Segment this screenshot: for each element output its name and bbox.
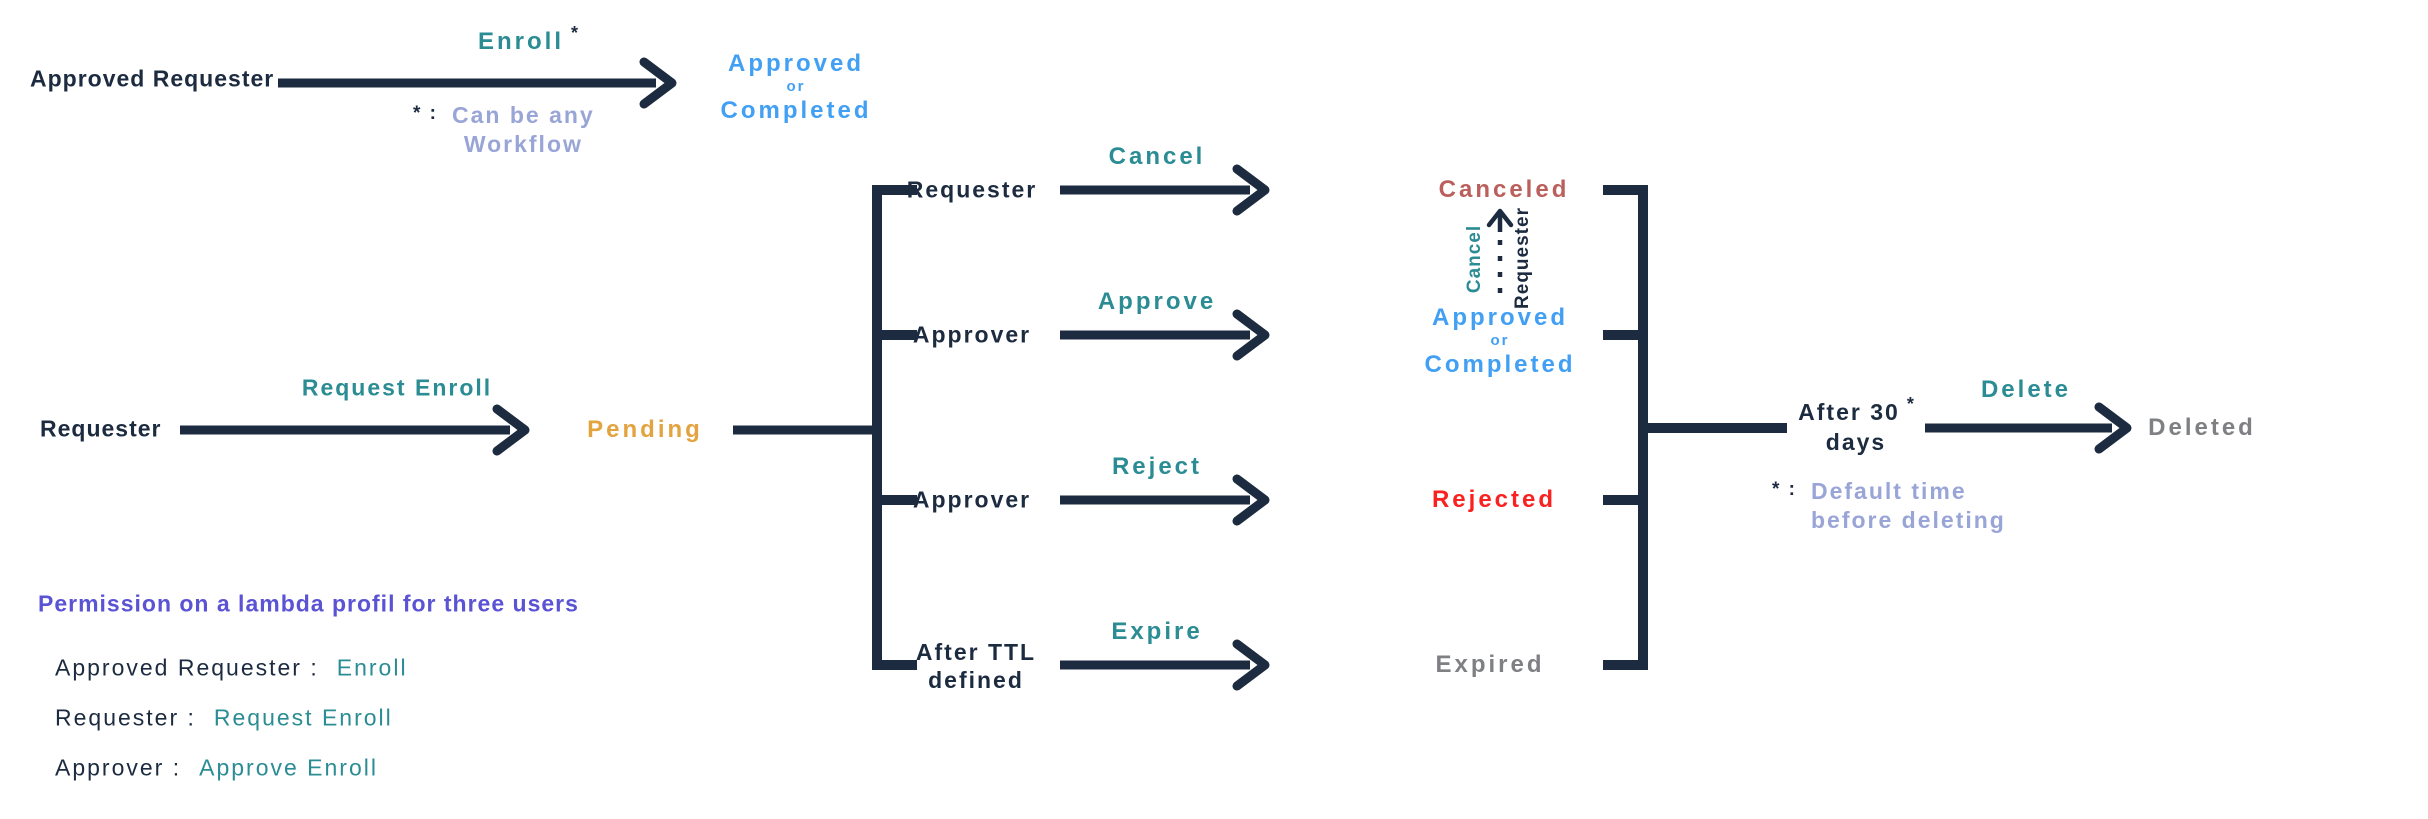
back-edge-actor-label: Requester: [1512, 207, 1533, 309]
arrow-cancel: [1060, 164, 1270, 216]
legend-permission: Request Enroll: [213, 704, 393, 731]
main-action-label: Request Enroll: [301, 374, 493, 401]
branch-role-approver-1: Approver: [912, 321, 1032, 348]
top-action-label: Enroll*: [477, 23, 579, 55]
arrow-expire: [1060, 639, 1270, 691]
arrow-enroll: [278, 57, 677, 109]
top-note: * : Can be any Workflow: [413, 101, 595, 159]
main-actor-label: Requester: [40, 415, 162, 442]
arrow-reject: [1060, 474, 1270, 526]
legend-title: Permission on a lambda profil for three …: [38, 590, 579, 617]
delete-note-line2: before deleting: [1811, 507, 2006, 533]
deleted-state: Deleted: [2148, 414, 2256, 441]
arrow-delete: [1925, 402, 2132, 454]
top-action-asterisk: *: [571, 23, 579, 43]
legend-row-approver: Approver : Approve Enroll: [55, 755, 378, 782]
expired-state: Expired: [1435, 651, 1545, 678]
top-actor-label: Approved Requester: [30, 65, 275, 92]
approved-state: Approved or Completed: [1424, 304, 1576, 378]
arrow-cancel-back-edge: [1486, 208, 1514, 304]
branch-role-after-ttl: After TTL defined: [915, 639, 1037, 693]
branch-role-requester: Requester: [906, 176, 1038, 203]
after-30-days-trigger: After 30* days: [1798, 394, 1914, 455]
branch-action-reject: Reject: [1111, 453, 1203, 480]
canceled-state: Canceled: [1438, 176, 1570, 203]
delete-note: * : Default time before deleting: [1772, 477, 2006, 535]
delete-note-line1: Default time: [1811, 478, 1967, 504]
legend-role: Approver :: [55, 754, 182, 781]
branch-action-cancel: Cancel: [1108, 143, 1206, 170]
delete-note-marker: * :: [1772, 479, 1797, 500]
legend-role: Approved Requester :: [55, 654, 319, 681]
fork-bracket: [872, 185, 917, 670]
arrow-request-enroll: [180, 404, 530, 456]
top-result-state: Approved or Completed: [720, 50, 872, 124]
legend-permission: Enroll: [336, 654, 408, 681]
branch-action-approve: Approve: [1097, 288, 1217, 315]
legend-row-requester: Requester : Request Enroll: [55, 705, 393, 732]
top-note-marker: * :: [413, 103, 438, 124]
legend-permission: Approve Enroll: [199, 754, 378, 781]
branch-role-approver-2: Approver: [912, 486, 1032, 513]
delete-action-label: Delete: [1980, 376, 2072, 403]
pending-state: Pending: [587, 416, 703, 443]
legend-row-approved-requester: Approved Requester : Enroll: [55, 655, 408, 682]
branch-action-expire: Expire: [1111, 618, 1203, 645]
top-note-line1: Can be any: [452, 102, 595, 128]
rejected-state: Rejected: [1431, 486, 1557, 513]
arrow-approve: [1060, 309, 1270, 361]
after-30-asterisk: *: [1906, 394, 1914, 414]
legend-role: Requester :: [55, 704, 196, 731]
back-edge-action-label: Cancel: [1464, 224, 1485, 294]
top-note-line2: Workflow: [463, 131, 583, 157]
merge-bracket: [1603, 185, 1648, 670]
